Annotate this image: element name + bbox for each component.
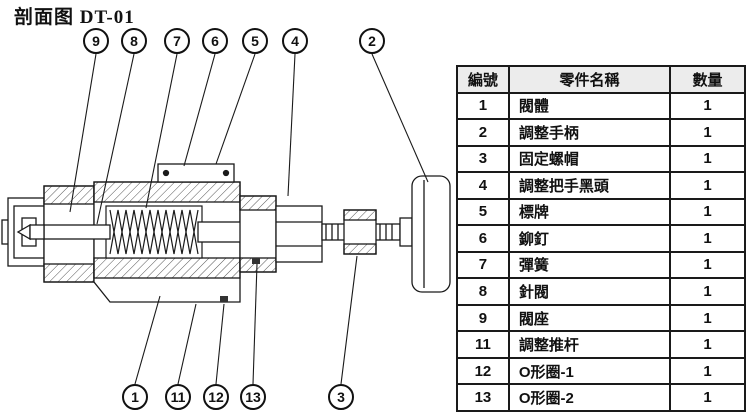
cell-no: 11 bbox=[456, 330, 510, 359]
callout-2: 2 bbox=[359, 28, 385, 54]
cell-qty: 1 bbox=[669, 118, 746, 147]
o-rings bbox=[220, 258, 260, 302]
header-no: 編號 bbox=[456, 65, 510, 94]
cell-name: 調整手柄 bbox=[507, 118, 672, 147]
cell-no: 13 bbox=[456, 383, 510, 412]
cell-no: 8 bbox=[456, 277, 510, 306]
cell-no: 7 bbox=[456, 250, 510, 280]
cell-qty: 1 bbox=[669, 250, 746, 280]
cell-no: 9 bbox=[456, 303, 510, 333]
callout-3: 3 bbox=[328, 384, 354, 410]
cell-name: 鉚釘 bbox=[507, 224, 672, 253]
callout-1: 1 bbox=[122, 384, 148, 410]
cell-name: 標牌 bbox=[507, 197, 672, 227]
cell-qty: 1 bbox=[669, 224, 746, 253]
callout-13: 13 bbox=[240, 384, 266, 410]
cell-qty: 1 bbox=[669, 330, 746, 359]
cell-name: 彈簧 bbox=[507, 250, 672, 280]
cell-name: 固定螺帽 bbox=[507, 144, 672, 174]
cell-qty: 1 bbox=[669, 91, 746, 121]
handle-disc bbox=[399, 175, 451, 293]
cell-no: 5 bbox=[456, 197, 510, 227]
rivet-left bbox=[162, 169, 170, 177]
rivet-right bbox=[222, 169, 230, 177]
cell-qty: 1 bbox=[669, 383, 746, 412]
leader-lines bbox=[69, 53, 429, 385]
cell-name: O形圈-1 bbox=[507, 356, 672, 386]
cell-qty: 1 bbox=[669, 171, 746, 200]
cell-no: 2 bbox=[456, 118, 510, 147]
cell-qty: 1 bbox=[669, 197, 746, 227]
cell-qty: 1 bbox=[669, 277, 746, 306]
nameplate bbox=[157, 163, 235, 183]
callout-9: 9 bbox=[83, 28, 109, 54]
callout-5: 5 bbox=[242, 28, 268, 54]
callout-7: 7 bbox=[164, 28, 190, 54]
cell-qty: 1 bbox=[669, 303, 746, 333]
cell-no: 1 bbox=[456, 91, 510, 121]
cell-qty: 1 bbox=[669, 144, 746, 174]
cell-name: 針閥 bbox=[507, 277, 672, 306]
cell-name: O形圈-2 bbox=[507, 383, 672, 412]
header-name: 零件名稱 bbox=[507, 65, 672, 94]
callout-4: 4 bbox=[282, 28, 308, 54]
page-title: 剖面图 DT-01 bbox=[14, 7, 135, 28]
callout-8: 8 bbox=[121, 28, 147, 54]
header-qty: 數量 bbox=[669, 65, 746, 94]
spring bbox=[105, 205, 203, 259]
cell-no: 4 bbox=[456, 171, 510, 200]
cell-no: 6 bbox=[456, 224, 510, 253]
cell-qty: 1 bbox=[669, 356, 746, 386]
table-header-row: 編號 零件名稱 數量 bbox=[456, 65, 746, 94]
cell-name: 調整推杆 bbox=[507, 330, 672, 359]
callout-11: 11 bbox=[165, 384, 191, 410]
cell-no: 3 bbox=[456, 144, 510, 174]
cell-name: 閥體 bbox=[507, 91, 672, 121]
cell-name: 調整把手黑頭 bbox=[507, 171, 672, 200]
callout-12: 12 bbox=[203, 384, 229, 410]
callout-6: 6 bbox=[202, 28, 228, 54]
bonnet-and-screw bbox=[239, 195, 401, 273]
cell-name: 閥座 bbox=[507, 303, 672, 333]
cell-no: 12 bbox=[456, 356, 510, 386]
